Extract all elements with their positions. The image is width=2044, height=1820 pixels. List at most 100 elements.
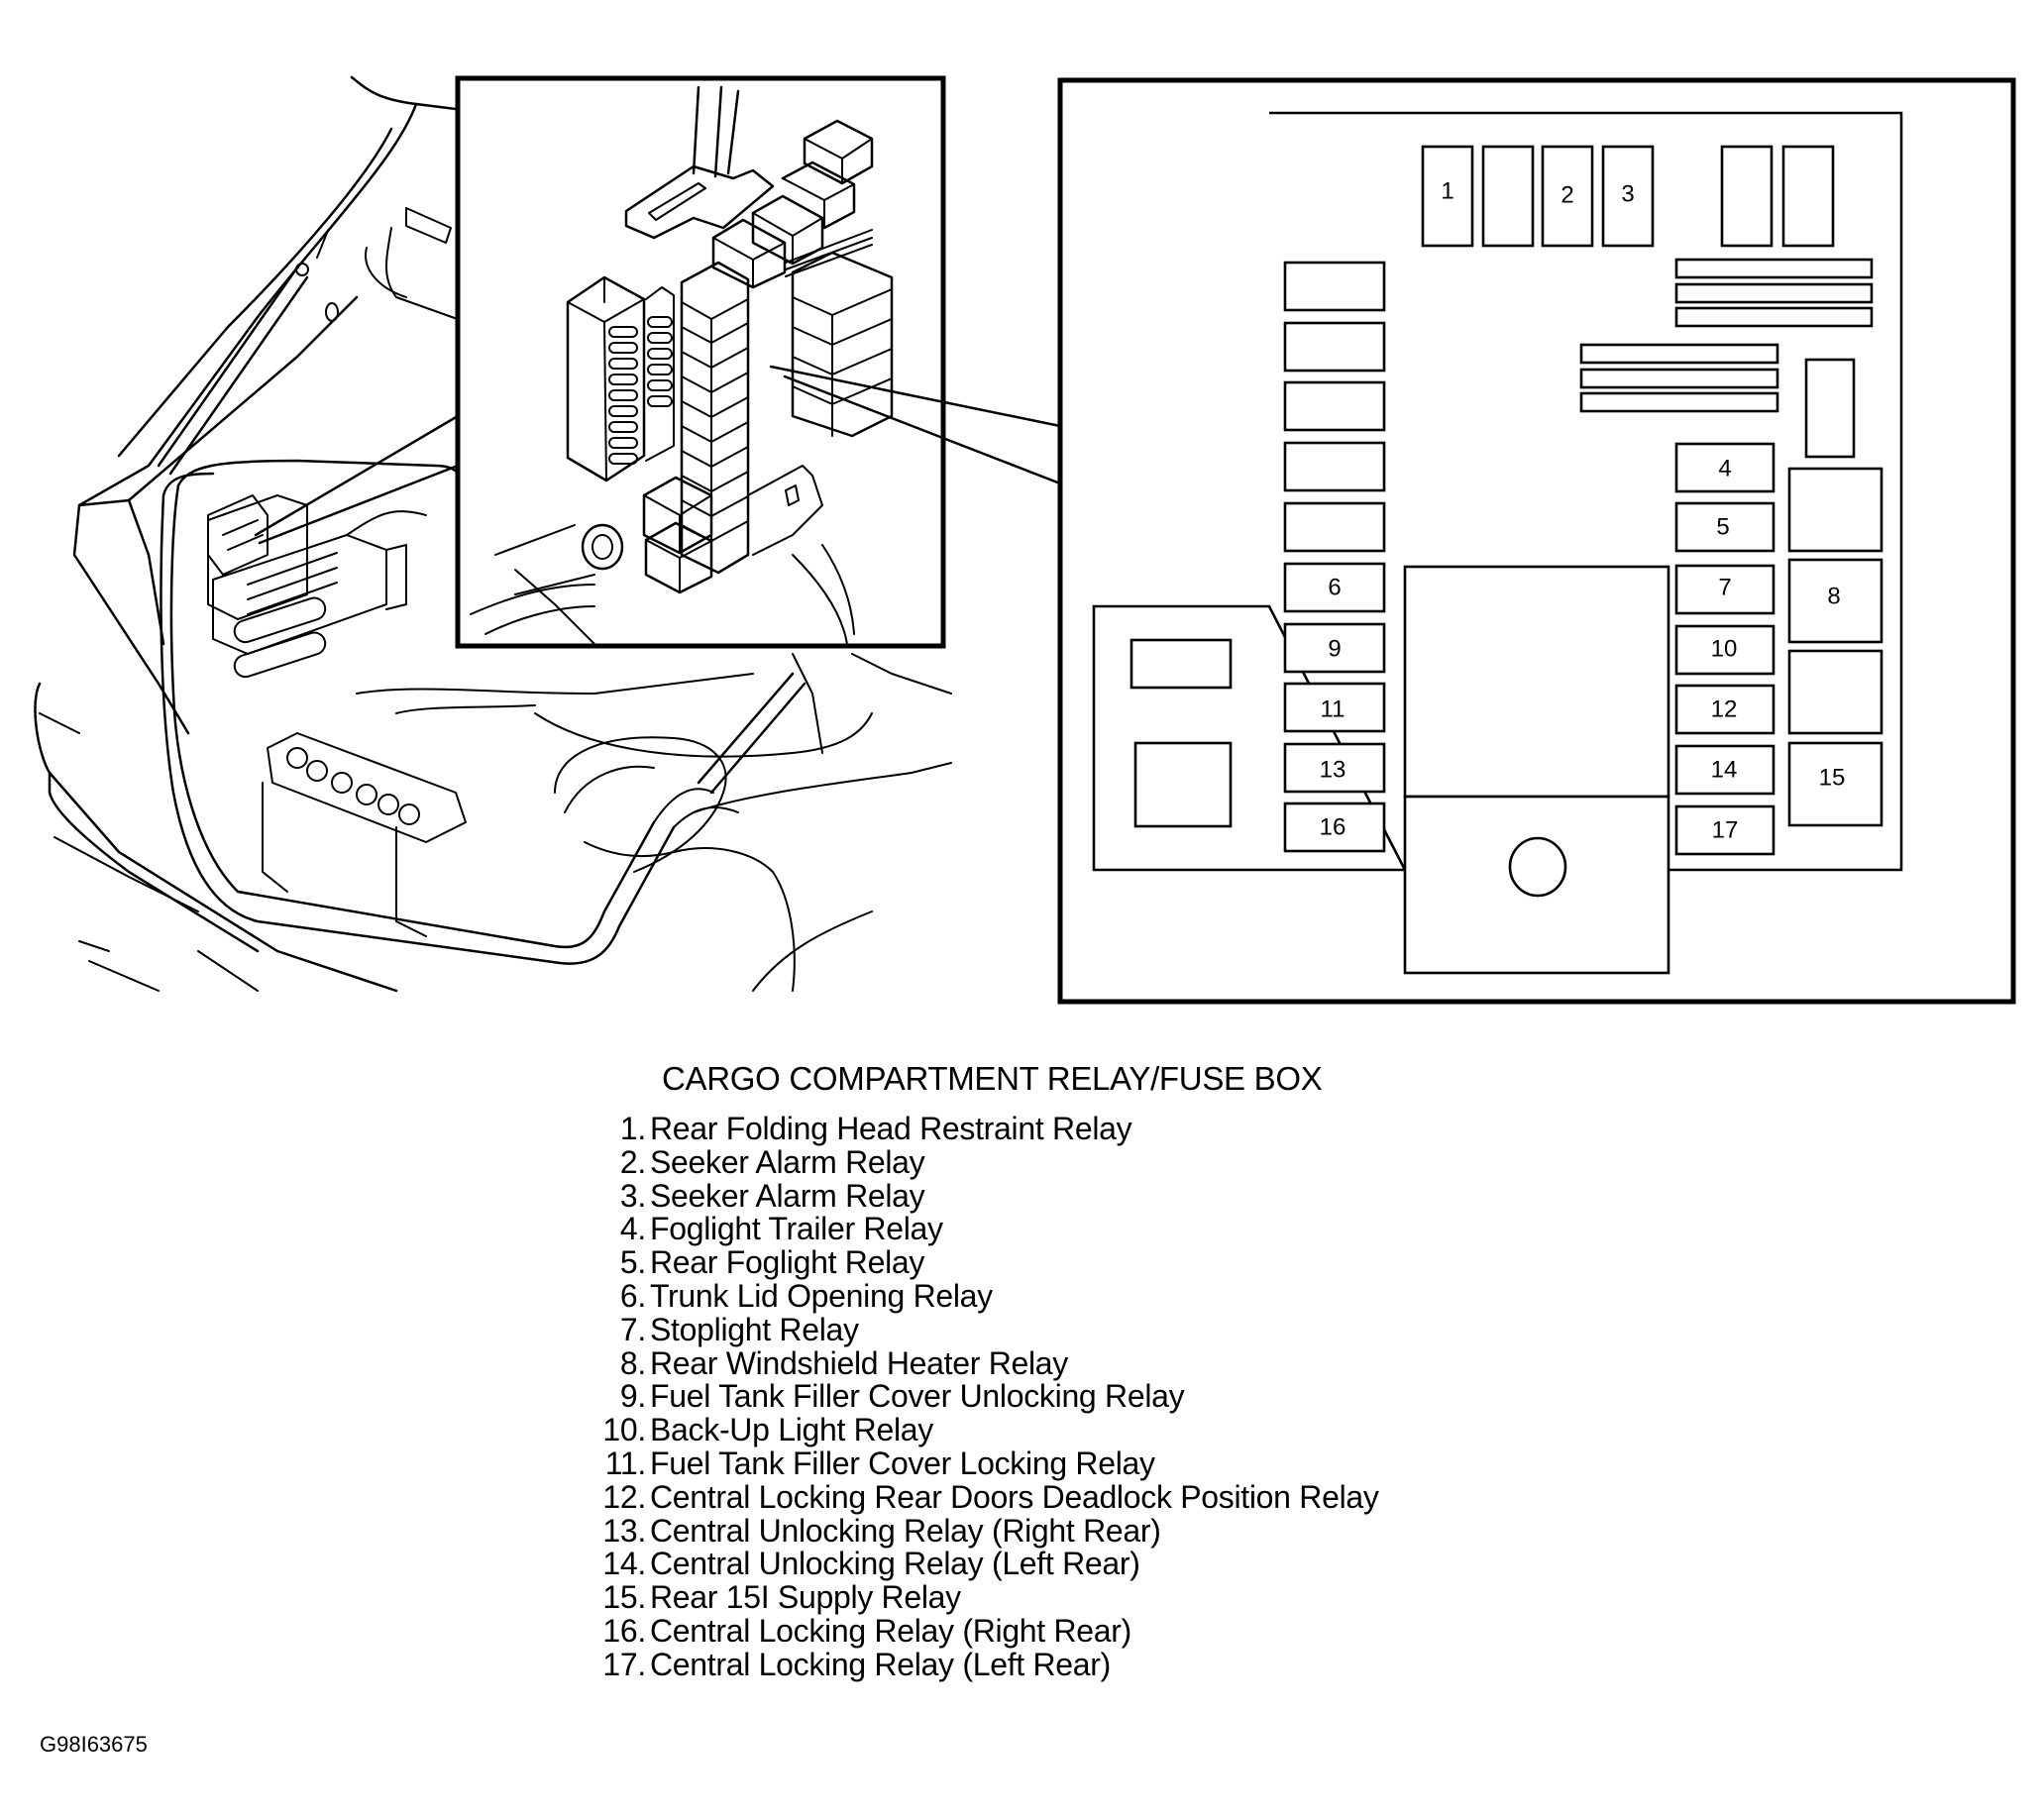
- legend-item: 4.Foglight Trailer Relay: [585, 1211, 1379, 1247]
- legend-number: 2.: [619, 1143, 646, 1180]
- vertical-fuse: [1804, 358, 1856, 459]
- relay-slot-unlabeled-c[interactable]: [1781, 145, 1835, 248]
- relay-slot-17[interactable]: [1674, 804, 1775, 856]
- legend-item: 15.Rear 15I Supply Relay: [585, 1579, 1379, 1616]
- legend-number: 8.: [619, 1344, 646, 1381]
- legend-label: Rear 15I Supply Relay: [650, 1579, 961, 1616]
- relay-slot-unlabeled[interactable]: [1283, 261, 1386, 312]
- relay-slot-11[interactable]: [1283, 682, 1386, 733]
- fuse-strip: [1674, 258, 1874, 279]
- relay-slot-unlabeled[interactable]: [1283, 501, 1386, 553]
- fuse-strip: [1674, 282, 1874, 304]
- legend-item: 13.Central Unlocking Relay (Right Rear): [585, 1512, 1379, 1549]
- legend-label: Rear Folding Head Restraint Relay: [650, 1111, 1132, 1146]
- legend-item: 8.Rear Windshield Heater Relay: [585, 1344, 1379, 1381]
- slot-label-5: 5: [1716, 513, 1729, 540]
- legend-number: 14.: [602, 1546, 646, 1582]
- legend-label: Seeker Alarm Relay: [650, 1177, 925, 1214]
- legend-item: 17.Central Locking Relay (Left Rear): [585, 1646, 1379, 1682]
- relay-slot-3[interactable]: [1601, 145, 1655, 248]
- legend-label: Central Locking Rear Doors Deadlock Posi…: [650, 1478, 1379, 1515]
- legend-item: 2.Seeker Alarm Relay: [585, 1143, 1379, 1180]
- legend-label: Trunk Lid Opening Relay: [650, 1277, 993, 1314]
- slot-label-6: 6: [1328, 574, 1341, 600]
- legend-label: Central Locking Relay (Left Rear): [650, 1646, 1111, 1682]
- fuse-strip: [1579, 368, 1779, 389]
- legend-number: 4.: [619, 1211, 646, 1247]
- relay-slot-unlabeled-g[interactable]: [1787, 649, 1883, 735]
- legend-item: 6.Trunk Lid Opening Relay: [585, 1277, 1379, 1314]
- legend-label: Rear Foglight Relay: [650, 1244, 925, 1281]
- legend-label: Foglight Trailer Relay: [650, 1211, 943, 1247]
- figure-id: G98I63675: [40, 1732, 148, 1757]
- legend-number: 7.: [619, 1311, 646, 1347]
- legend-item: 1.Rear Folding Head Restraint Relay: [585, 1111, 1379, 1146]
- relay-slot-10[interactable]: [1674, 624, 1775, 676]
- legend-number: 3.: [619, 1177, 646, 1214]
- legend-number: 10.: [602, 1412, 646, 1448]
- legend-number: 15.: [602, 1579, 646, 1616]
- fuse-slots-left: [608, 326, 638, 465]
- slot-label-16: 16: [1320, 813, 1346, 840]
- diagram-title: CARGO COMPARTMENT RELAY/FUSE BOX: [662, 1060, 1323, 1097]
- relay-slot-15[interactable]: [1787, 741, 1883, 827]
- slot-label-14: 14: [1711, 756, 1738, 783]
- legend-item: 10.Back-Up Light Relay: [585, 1412, 1379, 1448]
- legend-label: Seeker Alarm Relay: [650, 1143, 925, 1180]
- legend-item: 5.Rear Foglight Relay: [585, 1244, 1379, 1281]
- relay-slot-unlabeled-e[interactable]: [1133, 741, 1233, 828]
- slot-label-3: 3: [1621, 180, 1634, 207]
- slot-label-15: 15: [1819, 764, 1846, 791]
- legend-number: 9.: [619, 1378, 646, 1415]
- relay-slot-2[interactable]: [1541, 145, 1594, 248]
- slot-label-10: 10: [1711, 635, 1738, 662]
- relay-slot-unlabeled-a[interactable]: [1481, 145, 1535, 248]
- relay-slot-6[interactable]: [1283, 562, 1386, 613]
- legend-label: Back-Up Light Relay: [650, 1412, 933, 1448]
- relay-slot-12[interactable]: [1674, 684, 1775, 735]
- slot-label-13: 13: [1320, 756, 1346, 783]
- relay-legend-list: 1.Rear Folding Head Restraint Relay 2.Se…: [585, 1111, 1379, 1682]
- legend-label: Central Locking Relay (Right Rear): [650, 1612, 1132, 1649]
- relay-slot-unlabeled-f[interactable]: [1787, 467, 1883, 553]
- relay-slot-1[interactable]: [1421, 145, 1474, 248]
- legend-item: 11.Fuel Tank Filler Cover Locking Relay: [585, 1445, 1379, 1481]
- legend-label: Stoplight Relay: [650, 1311, 859, 1347]
- legend-label: Rear Windshield Heater Relay: [650, 1344, 1069, 1381]
- slot-label-11: 11: [1321, 696, 1345, 722]
- relay-slot-unlabeled[interactable]: [1283, 380, 1386, 432]
- relay-slot-unlabeled[interactable]: [1283, 321, 1386, 373]
- fuse-strip: [1579, 343, 1779, 365]
- relay-slot-unlabeled[interactable]: [1283, 441, 1386, 492]
- slot-label-1: 1: [1441, 177, 1453, 204]
- relay-slot-5[interactable]: [1674, 501, 1775, 553]
- relay-slot-9[interactable]: [1283, 622, 1386, 674]
- legend-item: 3.Seeker Alarm Relay: [585, 1177, 1379, 1214]
- relay-slot-13[interactable]: [1283, 742, 1386, 794]
- legend-number: 13.: [602, 1512, 646, 1549]
- slot-label-12: 12: [1711, 696, 1738, 722]
- legend-label: Fuel Tank Filler Cover Locking Relay: [650, 1445, 1155, 1481]
- central-module-upper: [1403, 565, 1670, 799]
- legend-item: 16.Central Locking Relay (Right Rear): [585, 1612, 1379, 1649]
- slot-label-17: 17: [1712, 816, 1739, 843]
- legend-item: 9.Fuel Tank Filler Cover Unlocking Relay: [585, 1378, 1379, 1415]
- relay-slot-14[interactable]: [1674, 744, 1775, 796]
- legend-number: 11.: [604, 1445, 647, 1481]
- fuse-box-layout: 1 2 3 4 5 6 7 8 9 10 11 12 13 14 15 16 1…: [1057, 77, 2016, 1005]
- relay-slot-8[interactable]: [1787, 558, 1883, 644]
- legend-number: 12.: [602, 1478, 646, 1515]
- fuse-box-closeup-inset: [455, 75, 1062, 649]
- relay-slot-unlabeled-d[interactable]: [1130, 638, 1233, 690]
- slot-label-8: 8: [1827, 583, 1840, 609]
- legend-number: 16.: [602, 1612, 646, 1649]
- slot-label-2: 2: [1560, 181, 1573, 208]
- legend-number: 5.: [619, 1244, 646, 1281]
- relay-slot-4[interactable]: [1674, 442, 1775, 493]
- relay-slot-7[interactable]: [1674, 564, 1775, 615]
- legend-label: Central Unlocking Relay (Left Rear): [650, 1546, 1140, 1582]
- legend-number: 1.: [619, 1111, 646, 1146]
- relay-slot-16[interactable]: [1283, 802, 1386, 853]
- relay-slot-unlabeled-b[interactable]: [1720, 145, 1774, 248]
- legend-item: 14.Central Unlocking Relay (Left Rear): [585, 1546, 1379, 1582]
